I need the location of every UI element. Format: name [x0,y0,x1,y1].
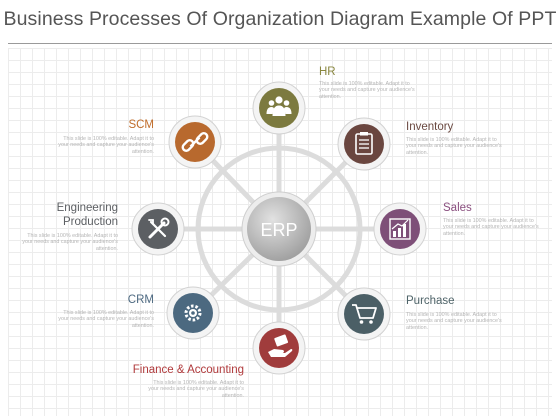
chain-link-icon [181,132,209,152]
gears-icon [184,304,202,322]
finance-accounting-description: This slide is 100% editable. Adapt it to… [148,380,244,399]
engineering-production-label: Engineering Production [56,202,118,228]
purchase-description: This slide is 100% editable. Adapt it to… [406,312,502,331]
money-hand-icon [268,334,293,357]
erp-label: ERP [260,220,297,240]
inventory-description: This slide is 100% editable. Adapt it to… [406,137,502,156]
shopping-cart-icon [352,304,377,324]
crm-label: CRM [127,294,154,306]
tools-icon [148,217,170,239]
node-scm [168,115,222,169]
bar-chart-icon [389,218,411,240]
finance-accounting-label: Finance & Accounting [132,364,244,376]
scm-description: This slide is 100% editable. Adapt it to… [58,136,154,155]
sales-description: This slide is 100% editable. Adapt it to… [443,218,539,237]
clipboard-icon [355,132,373,155]
title-divider [8,43,552,44]
node-crm [166,286,220,340]
engineering-production-description: This slide is 100% editable. Adapt it to… [22,233,118,252]
erp-hub [247,197,311,261]
hr-label: HR [319,66,336,78]
node-finance-accounting [252,321,306,375]
node-hr [252,81,306,135]
people-icon [266,96,292,116]
node-sales [373,202,427,256]
scm-label: SCM [128,119,154,131]
hr-description: This slide is 100% editable. Adapt it to… [319,81,415,100]
node-engineering-production [131,202,185,256]
sales-label: Sales [443,202,472,214]
purchase-label: Purchase [406,295,455,307]
node-purchase [337,287,391,341]
crm-description: This slide is 100% editable. Adapt it to… [58,310,154,329]
node-inventory [337,117,391,171]
slide-title: Business Processes Of Organization Diagr… [3,8,557,30]
inventory-label: Inventory [406,121,454,133]
